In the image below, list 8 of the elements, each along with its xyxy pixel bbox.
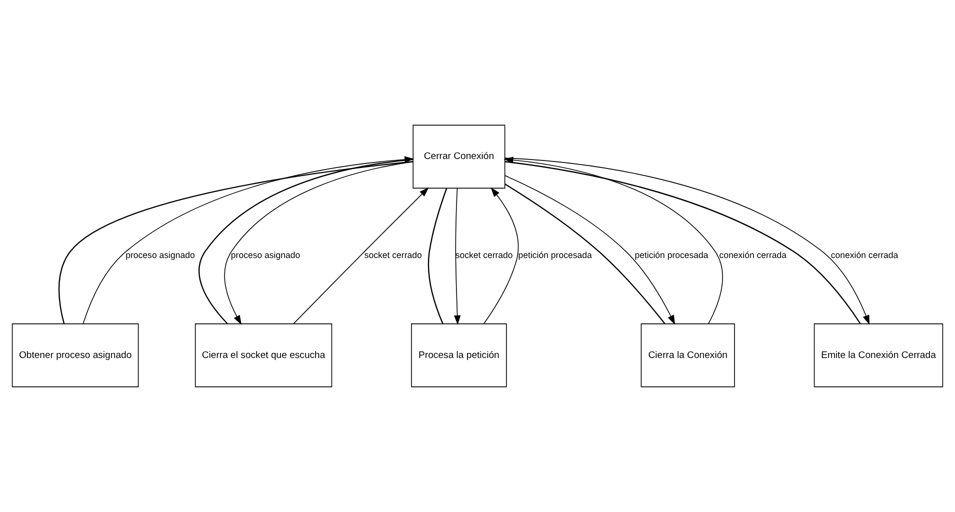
edge-label: petición procesada	[634, 250, 708, 260]
edge-label: conexión cerrada	[830, 250, 898, 260]
edge-label: socket cerrado	[455, 250, 513, 260]
edge-label: proceso asignado	[126, 250, 195, 260]
edge-label: petición procesada	[518, 250, 592, 260]
edge-label: conexión cerrada	[719, 250, 787, 260]
edge-label: proceso asignado	[230, 250, 300, 260]
edge-label: socket cerrado	[364, 250, 422, 260]
